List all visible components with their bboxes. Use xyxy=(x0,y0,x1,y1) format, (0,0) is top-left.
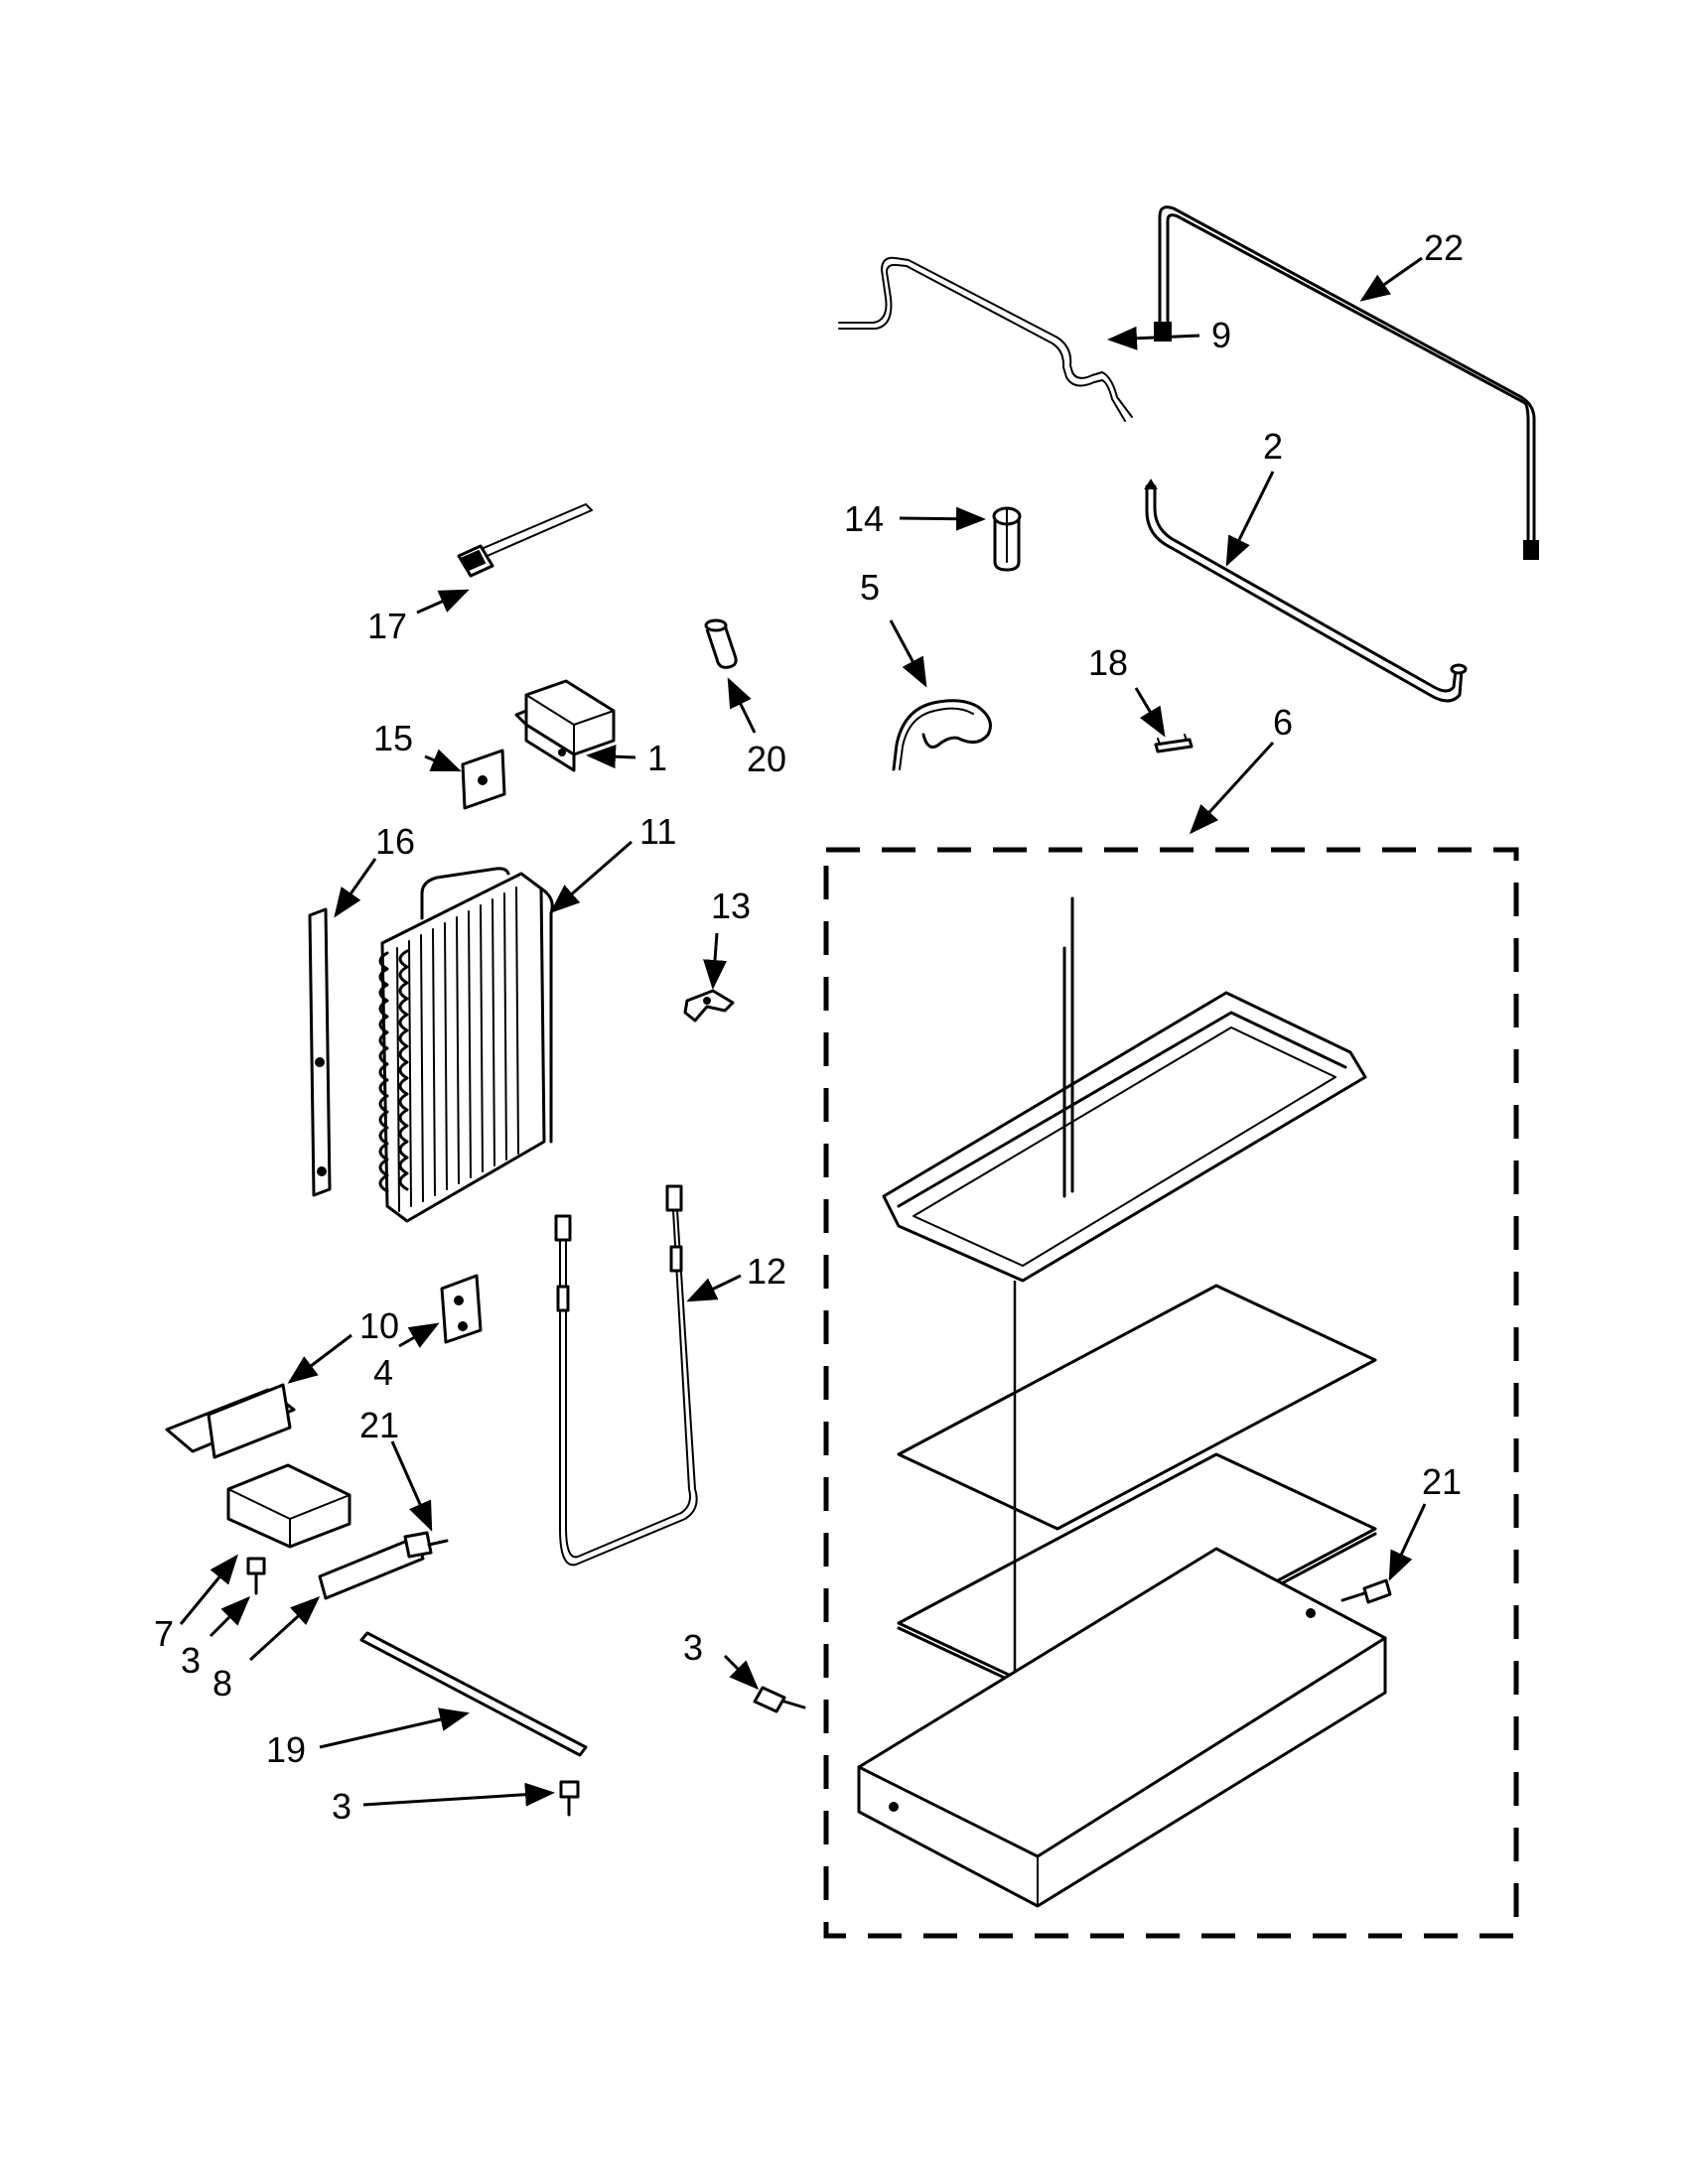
part-14-sleeve xyxy=(992,506,1022,572)
part-12-sensor xyxy=(554,1184,698,1567)
part-6-assembly xyxy=(823,847,1519,1939)
part-1-bracket xyxy=(514,679,616,772)
part-10-tray xyxy=(165,1383,296,1459)
leader-lines xyxy=(179,256,1427,1807)
part-3-screw-bottom xyxy=(559,1780,580,1817)
part-13-clip xyxy=(683,989,735,1023)
callout-20: 20 xyxy=(747,739,786,779)
callout-17: 17 xyxy=(367,606,407,646)
part-18-clip xyxy=(1154,734,1194,753)
part-11-evaporator xyxy=(378,867,554,1223)
callout-5: 5 xyxy=(860,567,880,608)
callout-6: 6 xyxy=(1273,702,1293,743)
callout-15: 15 xyxy=(373,718,413,758)
callout-2: 2 xyxy=(1263,426,1283,467)
callout-21-right: 21 xyxy=(1422,1461,1462,1502)
callout-3-right: 3 xyxy=(683,1627,703,1668)
callout-21-left: 21 xyxy=(359,1405,399,1445)
part-22-tube xyxy=(1154,205,1539,560)
callout-14: 14 xyxy=(844,498,884,539)
callout-3-left: 3 xyxy=(181,1640,201,1681)
callout-7: 7 xyxy=(154,1613,174,1654)
part-3-screw-left xyxy=(246,1557,266,1595)
part-3-screw-right xyxy=(753,1686,806,1713)
callout-labels: 22 9 2 14 5 17 20 18 6 15 1 16 11 13 12 … xyxy=(154,227,1464,1827)
part-21-screw-left xyxy=(403,1531,449,1559)
callout-12: 12 xyxy=(747,1251,786,1292)
callout-1: 1 xyxy=(647,738,667,778)
part-7-bracket xyxy=(226,1463,352,1549)
callout-16: 16 xyxy=(375,821,415,862)
callout-11: 11 xyxy=(639,811,676,852)
callout-10: 10 xyxy=(359,1305,399,1346)
part-19-rail xyxy=(359,1631,588,1757)
callout-13: 13 xyxy=(711,886,751,926)
part-20-fitting xyxy=(704,618,738,669)
callout-9: 9 xyxy=(1211,315,1231,355)
part-2-tube xyxy=(1144,478,1468,703)
callout-19: 19 xyxy=(266,1729,306,1770)
part-16-bar xyxy=(308,907,332,1197)
part-9-tube xyxy=(838,256,1133,422)
part-4-bracket xyxy=(440,1274,483,1344)
part-5-coil xyxy=(892,699,992,771)
part-17-harness xyxy=(457,503,593,578)
part-21-screw-right xyxy=(1340,1578,1392,1604)
callout-4: 4 xyxy=(373,1352,393,1393)
part-15-plate xyxy=(461,749,506,810)
callout-18: 18 xyxy=(1088,642,1128,683)
callout-22: 22 xyxy=(1424,227,1464,268)
callout-3-bottom: 3 xyxy=(332,1786,352,1827)
callout-8: 8 xyxy=(212,1663,232,1704)
part-8-plate xyxy=(318,1535,425,1600)
